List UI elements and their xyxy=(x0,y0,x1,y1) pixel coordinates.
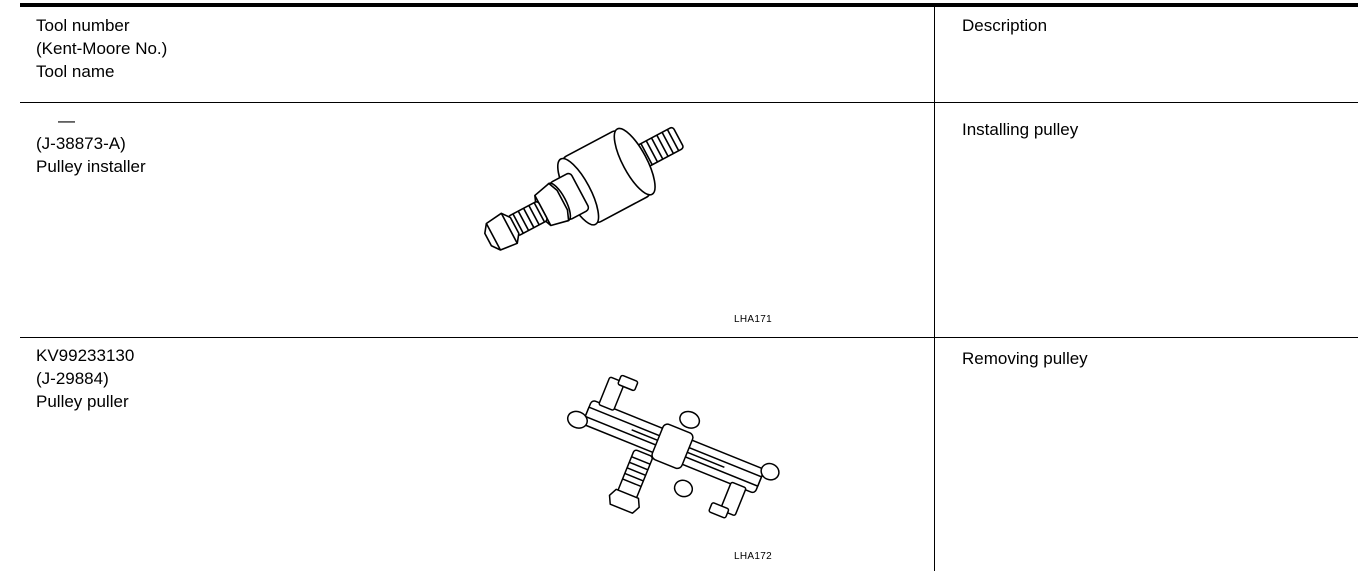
row-divider xyxy=(20,337,1358,338)
tool-description: Removing pulley xyxy=(962,349,1088,368)
kent-moore-number: (J-38873-A) xyxy=(36,134,126,153)
header-description: Description xyxy=(962,16,1048,35)
tool-number: KV99233130 xyxy=(36,346,135,365)
tool-description: Installing pulley xyxy=(962,120,1079,139)
pulley-puller-icon xyxy=(566,374,780,519)
header-tool-name: Tool name xyxy=(36,62,115,81)
column-divider xyxy=(934,7,935,571)
tool-number: — xyxy=(58,111,75,130)
illustration-code: LHA171 xyxy=(734,314,772,325)
table-top-rule xyxy=(20,3,1358,7)
tool-name: Pulley installer xyxy=(36,157,146,176)
kent-moore-number: (J-29884) xyxy=(36,369,109,388)
header-divider xyxy=(20,102,1358,103)
header-tool-number: Tool number xyxy=(36,16,130,35)
illustration-code: LHA172 xyxy=(734,551,772,562)
table-row: — (J-38873-A) Pulley installer xyxy=(36,109,146,178)
pulley-installer-icon xyxy=(484,126,684,251)
header-tool-column: Tool number (Kent-Moore No.) Tool name xyxy=(36,14,167,83)
special-tools-table: Tool number (Kent-Moore No.) Tool name D… xyxy=(20,0,1358,571)
table-row: KV99233130 (J-29884) Pulley puller xyxy=(36,344,134,413)
header-kent-moore: (Kent-Moore No.) xyxy=(36,39,168,58)
tool-name: Pulley puller xyxy=(36,392,129,411)
